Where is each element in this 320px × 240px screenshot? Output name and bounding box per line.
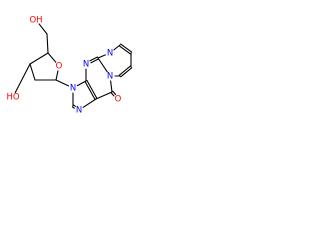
bond-oh-c5p	[38, 23, 48, 35]
bond-n7-c5	[82, 98, 97, 108]
bond-cb-cc-a	[118, 45, 131, 55]
ring-oxygen-label: O	[56, 62, 63, 72]
pyrimidine-n-top-label: N	[107, 49, 113, 59]
bond-c1p-n9	[55, 79, 70, 87]
bond-cd-ce-a	[118, 65, 131, 76]
bridge-n-label: N	[83, 60, 89, 70]
bond-n3-c2-a	[90, 58, 100, 64]
molecule-structure: OH O HO N N N N N O	[6, 16, 133, 116]
bond-c4p-c3p	[29, 52, 49, 65]
bond-c2-na	[97, 54, 106, 59]
bond-c6-o6-b	[112, 90, 117, 96]
glycosidic-n-label: N	[70, 84, 76, 94]
carbonyl-oxygen-label: O	[115, 95, 122, 105]
bond-c8-n7-a	[71, 106, 75, 109]
bond-c5-c4-a	[86, 79, 98, 100]
bond-c5p-c4p	[46, 33, 49, 54]
bond-c1p-o4p	[55, 70, 59, 81]
atom-labels: OH O HO N N N N N O	[6, 16, 121, 116]
bond-c2-n1	[97, 57, 108, 73]
bond-n3-c2-b	[89, 56, 99, 62]
bond-cd-ce-b	[120, 67, 133, 78]
bond-c8-n7-b	[73, 104, 76, 107]
bond-c6-c5	[95, 91, 113, 100]
imidazole-n-label: N	[76, 106, 82, 116]
bond-cb-cc-b	[120, 43, 133, 53]
bond-lines	[14, 23, 133, 109]
bond-n1-c6	[110, 80, 113, 93]
hydroxyl-ho-label: HO	[6, 93, 19, 103]
bond-c3p-o3p	[14, 63, 31, 94]
hydroxymethyl-oh-label: OH	[29, 16, 42, 26]
bond-c6-o6-a	[110, 92, 115, 97]
bond-c5-c4-b	[84, 80, 96, 101]
ring-junction-n-label: N	[107, 72, 113, 82]
bond-c4p-o4p	[47, 52, 57, 63]
bond-c3p-c2p	[29, 63, 36, 81]
